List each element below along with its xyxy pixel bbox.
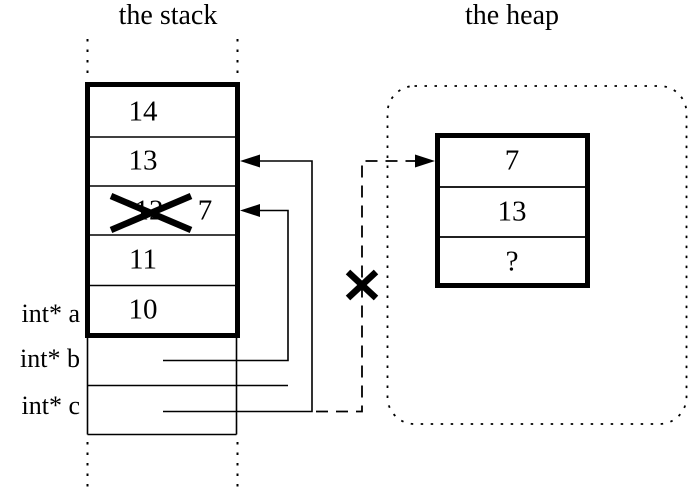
heap-cell-value: 7 xyxy=(504,144,520,177)
stack-cell-value: 11 xyxy=(129,243,157,276)
dangling-pointer-arrowhead-icon xyxy=(415,154,435,168)
heap-block-box xyxy=(435,133,590,288)
stack-cell-value: 14 xyxy=(128,95,158,128)
stack-guide-lines xyxy=(86,39,239,487)
heap-region-dotted-outline xyxy=(386,85,688,425)
pointer-c-arrowhead-icon xyxy=(240,154,260,168)
pointer-c-arrow xyxy=(163,154,313,413)
pointer-b-arrowhead-icon xyxy=(240,204,260,217)
stack-pointer-rows-box xyxy=(86,336,288,436)
overwritten-value-x-icon xyxy=(109,193,193,233)
stack-cell-value: 10 xyxy=(128,293,158,326)
stack-cell-value: 13 xyxy=(128,144,158,177)
pointer-c-label: int* c xyxy=(21,391,81,420)
pointer-b-label: int* b xyxy=(20,344,80,373)
dangling-pointer-dashed-arrow xyxy=(316,154,435,413)
stack-cell-dividers xyxy=(90,136,235,287)
heap-cell-value: 13 xyxy=(497,195,527,228)
heap-title: the heap xyxy=(464,0,560,31)
heap-cell-value: ? xyxy=(505,245,519,278)
stack-cell-new-value: 7 xyxy=(197,194,213,227)
heap-cell-dividers xyxy=(440,186,585,238)
stack-title: the stack xyxy=(118,0,218,31)
freed-pointer-x-icon xyxy=(345,269,379,301)
stack-cell-old-value: 12 xyxy=(134,194,164,227)
stack-frame-box xyxy=(85,82,240,338)
pointer-a-label: int* a xyxy=(21,299,81,328)
pointer-b-arrow xyxy=(163,204,289,362)
